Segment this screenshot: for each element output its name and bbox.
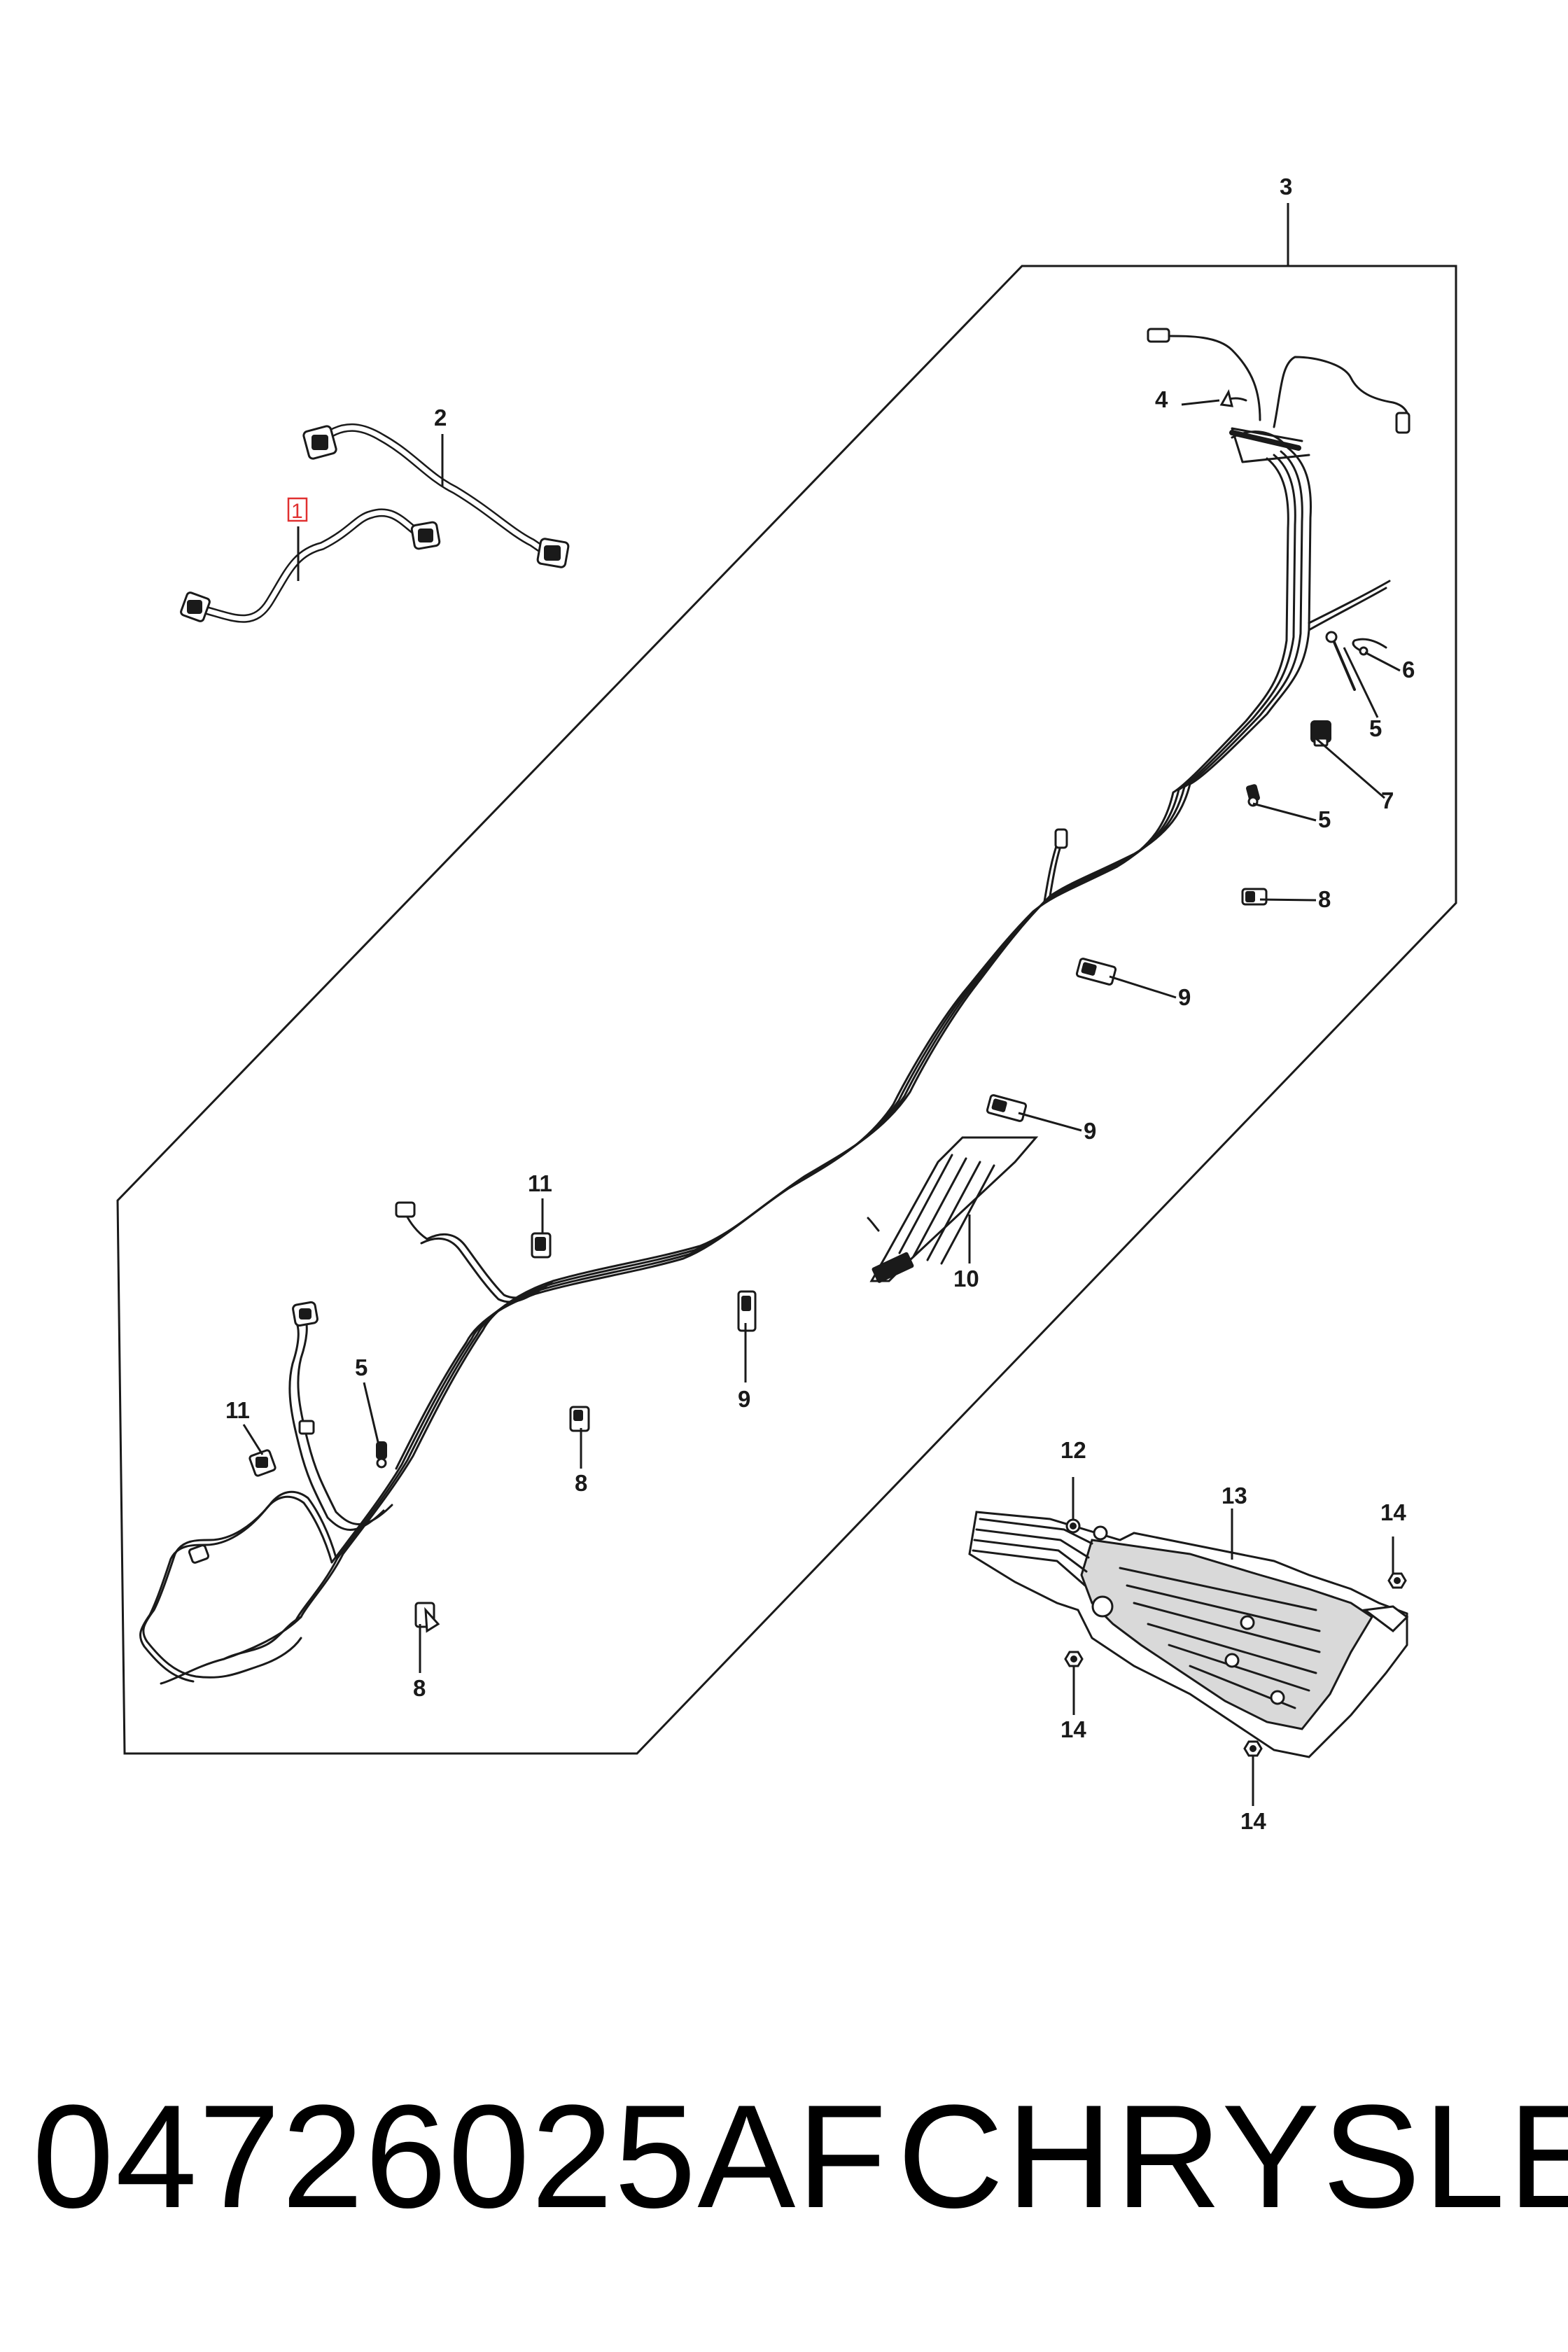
callout-8-right: 8 [1318,886,1331,912]
retainer-part-5-lower[interactable] [376,1441,387,1469]
callout-10: 10 [953,1266,979,1292]
callout-14-right: 14 [1380,1499,1406,1525]
callout-14-bottom: 14 [1240,1808,1266,1834]
retainer-part-5-middle[interactable] [1246,784,1260,807]
callout-7: 7 [1381,788,1394,813]
assembly-frame [116,265,1457,1755]
clip-part-9-upper[interactable] [1075,958,1117,986]
callout-9-middle: 9 [1084,1118,1096,1144]
callout-9-lower: 9 [738,1386,750,1412]
callout-4: 4 [1155,386,1168,412]
callout-9-upper: 9 [1178,984,1191,1010]
hose-part-2[interactable] [302,423,570,568]
callout-3: 3 [1280,174,1292,200]
callout-11-upper: 11 [528,1170,552,1196]
clip-part-11-lower[interactable] [248,1449,276,1477]
callout-5-lower: 5 [355,1354,368,1380]
clip-part-8-middle[interactable] [569,1406,590,1432]
callout-labels: 1 2 3 4 5 6 7 5 8 9 9 10 11 9 5 11 8 8 1… [225,174,1415,1834]
callout-5-middle: 5 [1318,806,1331,832]
clip-part-8-lower[interactable] [414,1602,440,1633]
callout-14-left: 14 [1060,1716,1086,1742]
bolt-part-12[interactable] [1065,1518,1081,1534]
leader-lines [242,203,1401,1806]
retainer-part-5-upper[interactable] [1325,631,1356,691]
clip-part-9-middle[interactable] [986,1094,1028,1122]
callout-6: 6 [1402,657,1415,682]
nut-part-14-left[interactable] [1064,1651,1084,1667]
callout-1: 1 [291,500,303,523]
callout-8-middle: 8 [575,1470,587,1496]
callout-5-upper: 5 [1369,715,1382,741]
caption: 04726025AF CHRYSLER [0,2072,1568,2239]
clip-part-4[interactable] [1219,388,1247,407]
clip-part-8-right[interactable] [1241,888,1268,906]
callout-11-lower: 11 [225,1397,250,1423]
part-number: 04726025AF [32,2074,888,2239]
clip-part-11-upper[interactable] [531,1232,552,1259]
nut-part-14-bottom[interactable] [1243,1740,1263,1757]
highlight-box-part-1 [287,497,308,522]
heat-shield-part-13[interactable] [968,1511,1409,1758]
callout-12: 12 [1060,1437,1086,1463]
brand-name: CHRYSLER [897,2074,1568,2239]
callout-8-lower: 8 [413,1675,426,1701]
nut-part-14-right[interactable] [1387,1572,1407,1589]
callout-13: 13 [1222,1483,1247,1508]
callout-2: 2 [434,405,447,430]
line-bundle-part-3[interactable] [139,328,1410,1685]
heat-shield-part-10[interactable] [867,1136,1039,1283]
hose-part-1[interactable] [180,508,441,623]
clip-part-6[interactable] [1352,638,1387,656]
clip-part-9-lower[interactable] [737,1290,757,1332]
